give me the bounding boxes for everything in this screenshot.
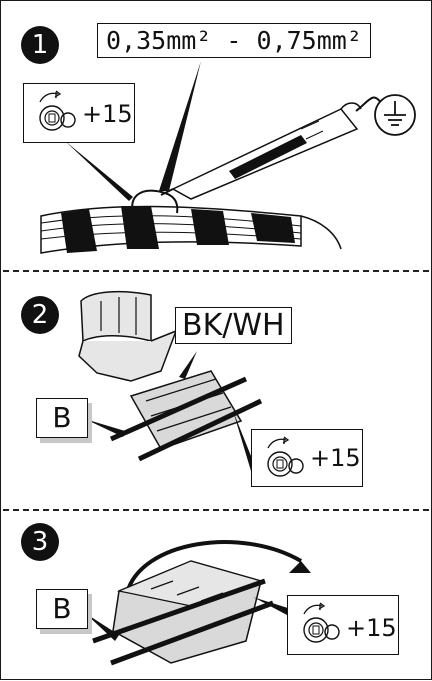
ignition-value: +15 xyxy=(310,444,361,472)
connector-letter-label: B xyxy=(36,589,88,629)
step-number-badge: 3 xyxy=(21,523,59,561)
ignition-value: +15 xyxy=(82,100,133,128)
wire-size-label: 0,35mm² - 0,75mm² xyxy=(97,23,371,58)
wire-color-label: BK/WH xyxy=(175,307,292,344)
ignition-label: +15 xyxy=(251,429,363,487)
ignition-label: +15 xyxy=(287,595,399,655)
section-divider xyxy=(3,509,429,511)
ignition-key-icon xyxy=(262,434,308,484)
ignition-key-icon xyxy=(34,88,80,138)
ignition-key-icon xyxy=(298,600,344,650)
closed-connector-illustration xyxy=(85,542,311,663)
ground-icon xyxy=(375,95,415,135)
connector-letter-label: B xyxy=(36,398,88,438)
section-divider xyxy=(3,270,429,272)
step-number-badge: 2 xyxy=(21,296,59,334)
step-number-badge: 1 xyxy=(21,26,59,64)
ignition-value: +15 xyxy=(346,614,397,642)
ignition-label: +15 xyxy=(23,83,135,143)
test-lamp-icon xyxy=(161,98,381,199)
